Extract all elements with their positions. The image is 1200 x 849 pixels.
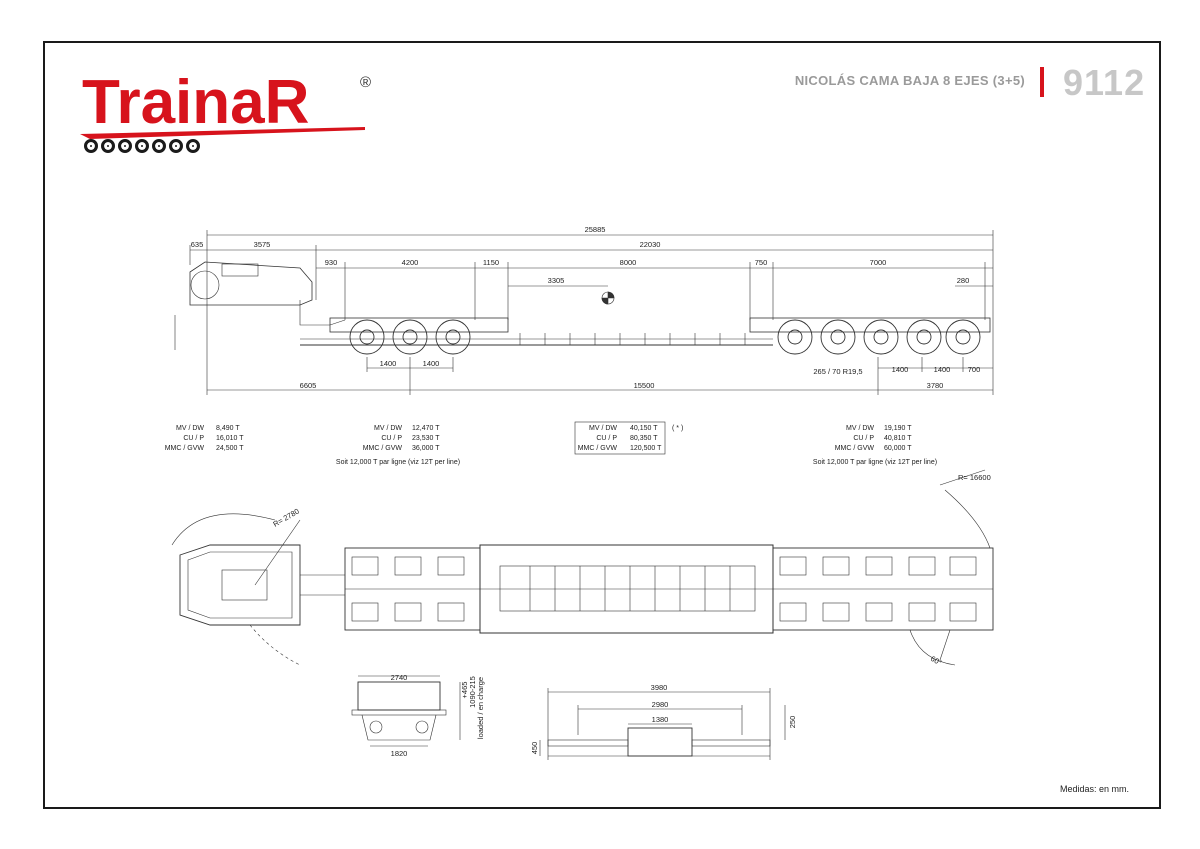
dim-wheelbase: 15500	[634, 381, 655, 390]
weight-marker: ( * )	[672, 425, 683, 432]
weight-label: MV / DW	[374, 425, 402, 432]
dim-rear-spacing-1: 1400	[892, 365, 909, 374]
weight-label: MMC / GVW	[165, 445, 205, 452]
weight-note: Soit 12,000 T par ligne (viz 12T per lin…	[813, 459, 937, 466]
weight-label: MMC / GVW	[835, 445, 875, 452]
section2-inner-width: 2980	[652, 700, 669, 709]
weight-value: 120,500 T	[630, 445, 662, 452]
weight-label: MV / DW	[176, 425, 204, 432]
dim-trailer-length: 22030	[640, 240, 661, 249]
model-title: NICOLÁS CAMA BAJA 8 EJES (3+5)	[794, 73, 1025, 88]
section2-left-height: 450	[530, 742, 539, 755]
weight-value: 16,010 T	[216, 435, 244, 442]
logo-swoosh	[80, 127, 365, 139]
dim-1150: 1150	[483, 258, 499, 267]
model-number: 9112	[1063, 62, 1146, 103]
dim-rear-spacing-2: 1400	[934, 365, 951, 374]
dim-930: 930	[325, 258, 338, 267]
brand-logo: TrainaR ®	[80, 72, 380, 167]
weight-value: 23,530 T	[412, 435, 440, 442]
dim-front-axle-spacing-2: 1400	[423, 359, 440, 368]
units-note: Medidas: en mm.	[1060, 784, 1130, 794]
section1-height-plus: +465	[460, 682, 469, 699]
dim-overall-length: 25885	[585, 225, 606, 234]
section1-bottom-width: 1820	[391, 749, 408, 758]
weight-table-rear-bogie: MV / DW 19,190 T CU / P 40,810 T MMC / G…	[813, 425, 937, 466]
weight-label: MV / DW	[589, 425, 617, 432]
dim-rear-overhang: 700	[968, 365, 981, 374]
dim-750: 750	[755, 258, 768, 267]
section2-right-height: 250	[788, 716, 797, 729]
weight-label: MV / DW	[846, 425, 874, 432]
dim-gooseneck-length: 3575	[254, 240, 271, 249]
weight-value: 40,810 T	[884, 435, 912, 442]
dim-3305: 3305	[548, 276, 565, 285]
dim-front-bogie: 4200	[402, 258, 419, 267]
drawing-frame	[43, 41, 1161, 809]
weight-table-tractor: MV / DW 8,490 T CU / P 16,010 T MMC / GV…	[165, 425, 245, 452]
weight-label: CU / P	[596, 435, 617, 442]
weight-value: 12,470 T	[412, 425, 440, 432]
logo-registered-mark: ®	[360, 74, 372, 91]
section1-width: 2740	[391, 673, 408, 682]
dim-rear-group: 3780	[927, 381, 944, 390]
weight-label: CU / P	[183, 435, 204, 442]
dim-rear-bogie: 7000	[870, 258, 887, 267]
dim-to-front-bogie: 6605	[300, 381, 317, 390]
weight-table-front-bogie: MV / DW 12,470 T CU / P 23,530 T MMC / G…	[336, 425, 460, 466]
logo-wheels-icon	[84, 139, 200, 153]
section1-height-range: 1090-215	[468, 676, 477, 708]
weight-value: 24,500 T	[216, 445, 244, 452]
dim-tyre-size: 265 / 70 R19,5	[813, 367, 862, 376]
weight-value: 36,000 T	[412, 445, 440, 452]
weight-value: 80,350 T	[630, 435, 658, 442]
weight-label: MMC / GVW	[363, 445, 403, 452]
turn-radius-rear: R= 16600	[958, 473, 991, 482]
weight-label: MMC / GVW	[578, 445, 618, 452]
weight-value: 8,490 T	[216, 425, 240, 432]
header-divider	[1040, 67, 1044, 97]
weight-table-total: MV / DW 40,150 T CU / P 80,350 T MMC / G…	[578, 425, 684, 452]
dim-deck-length: 8000	[620, 258, 637, 267]
weight-note: Soit 12,000 T par ligne (viz 12T per lin…	[336, 459, 460, 466]
dim-kingpin-offset: 635	[191, 240, 204, 249]
section2-overall-width: 3980	[651, 683, 668, 692]
weight-value: 40,150 T	[630, 425, 658, 432]
weight-value: 19,190 T	[884, 425, 912, 432]
section2-center-width: 1380	[652, 715, 669, 724]
logo-wordmark: TrainaR	[82, 68, 310, 137]
weight-label: CU / P	[853, 435, 874, 442]
dim-front-axle-spacing-1: 1400	[380, 359, 397, 368]
section1-height-note: loaded / en charge	[476, 677, 485, 739]
weight-value: 60,000 T	[884, 445, 912, 452]
weight-label: CU / P	[381, 435, 402, 442]
dim-280: 280	[957, 276, 970, 285]
